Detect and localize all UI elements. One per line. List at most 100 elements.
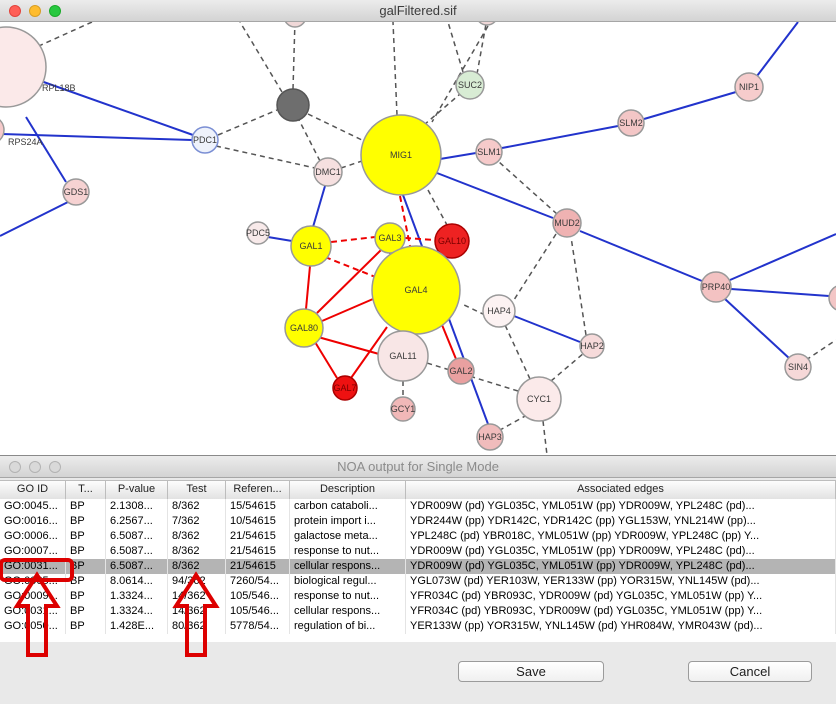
graph-node-gal1[interactable]: [290, 225, 332, 267]
graph-edge[interactable]: [298, 119, 321, 162]
minimize-button[interactable]: [29, 5, 41, 17]
graph-node-slm2[interactable]: [617, 109, 645, 137]
zoom-button[interactable]: [49, 461, 61, 473]
graph-edge[interactable]: [423, 93, 461, 126]
graph-node-pdc5[interactable]: [246, 221, 270, 245]
graph-edge[interactable]: [340, 160, 363, 169]
column-header-t[interactable]: T...: [66, 481, 106, 499]
graph-node[interactable]: [476, 22, 498, 26]
graph-edge[interactable]: [239, 22, 283, 93]
cancel-button[interactable]: Cancel: [688, 661, 812, 682]
graph-node[interactable]: [828, 285, 836, 311]
graph-edge[interactable]: [513, 315, 581, 343]
zoom-button[interactable]: [49, 5, 61, 17]
graph-edge[interactable]: [570, 236, 587, 336]
graph-node-suc2[interactable]: [455, 70, 485, 100]
graph-node-gal10[interactable]: [434, 223, 470, 259]
graph-edge[interactable]: [729, 233, 836, 281]
graph-node-hap3[interactable]: [476, 423, 504, 451]
graph-node-dmc1[interactable]: [313, 157, 343, 187]
noa-window-titlebar[interactable]: NOA output for Single Mode: [0, 456, 836, 478]
graph-edge[interactable]: [307, 113, 365, 142]
graph-edge[interactable]: [217, 109, 278, 136]
graph-edge[interactable]: [312, 185, 326, 228]
graph-edge[interactable]: [542, 420, 548, 455]
graph-edge[interactable]: [316, 249, 382, 314]
graph-edge[interactable]: [756, 22, 799, 77]
graph-edge[interactable]: [321, 298, 374, 322]
graph-node-hap2[interactable]: [579, 333, 605, 359]
column-header-description[interactable]: Description: [290, 481, 406, 499]
graph-node-gds1[interactable]: [62, 178, 90, 206]
graph-edge[interactable]: [350, 326, 388, 379]
graph-edge[interactable]: [439, 152, 477, 160]
graph-edge[interactable]: [1, 133, 193, 141]
graph-edge[interactable]: [498, 161, 558, 215]
graph-edge[interactable]: [511, 233, 557, 304]
graph-edge[interactable]: [499, 414, 528, 431]
network-window-titlebar[interactable]: galFiltered.sif: [0, 0, 836, 22]
graph-edge[interactable]: [805, 339, 836, 361]
graph-edge[interactable]: [504, 324, 531, 380]
minimize-button[interactable]: [29, 461, 41, 473]
column-header-referen[interactable]: Referen...: [226, 481, 290, 499]
graph-node-pdc1[interactable]: [191, 126, 219, 154]
network-canvas[interactable]: RPL18BRPS24AGDS1PDC1DMC1MIG1SUC2SLM1SLM2…: [0, 22, 836, 455]
column-header-go-id[interactable]: GO ID: [0, 481, 66, 499]
save-button[interactable]: Save: [458, 661, 604, 682]
graph-edge[interactable]: [314, 341, 338, 379]
graph-edge[interactable]: [392, 22, 398, 116]
graph-edge[interactable]: [643, 91, 737, 120]
graph-edge[interactable]: [267, 236, 293, 242]
graph-node-mig1[interactable]: [360, 114, 442, 196]
graph-edge[interactable]: [476, 23, 487, 75]
graph-edge[interactable]: [427, 189, 448, 226]
graph-edge[interactable]: [37, 79, 194, 136]
graph-node-mud2[interactable]: [552, 208, 582, 238]
graph-edge[interactable]: [431, 25, 489, 123]
graph-node-gal3[interactable]: [374, 222, 406, 254]
graph-edge[interactable]: [461, 303, 486, 316]
graph-node-gal11[interactable]: [377, 330, 429, 382]
graph-node[interactable]: [276, 88, 310, 122]
graph-edge[interactable]: [730, 288, 830, 297]
graph-edge[interactable]: [0, 201, 69, 237]
graph-edge[interactable]: [447, 22, 464, 73]
graph-node-rpl18b[interactable]: [0, 26, 47, 108]
graph-node-prp40[interactable]: [700, 271, 732, 303]
graph-edge[interactable]: [25, 116, 67, 183]
graph-edge[interactable]: [724, 298, 791, 360]
graph-node-gcy1[interactable]: [390, 396, 416, 422]
graph-node-slm1[interactable]: [475, 138, 503, 166]
graph-node-gal80[interactable]: [284, 308, 324, 348]
graph-edge[interactable]: [305, 265, 311, 310]
graph-edge[interactable]: [436, 172, 554, 219]
close-button[interactable]: [9, 5, 21, 17]
column-header-associatededges[interactable]: Associated edges: [406, 481, 836, 499]
graph-node-hap4[interactable]: [482, 294, 516, 328]
graph-edge[interactable]: [292, 22, 296, 90]
graph-node-sin4[interactable]: [784, 353, 812, 381]
graph-edge[interactable]: [404, 237, 436, 241]
graph-node[interactable]: [284, 22, 306, 28]
graph-node-cyc1[interactable]: [516, 376, 562, 422]
graph-node-nip1[interactable]: [734, 72, 764, 102]
graph-node-gal7[interactable]: [332, 375, 358, 401]
graph-edge[interactable]: [501, 125, 619, 149]
graph-node-rps24a[interactable]: [0, 116, 5, 144]
graph-edge[interactable]: [215, 145, 316, 169]
graph-edge[interactable]: [330, 236, 376, 243]
graph-node-gal2[interactable]: [447, 357, 475, 385]
graph-edge[interactable]: [550, 352, 585, 382]
graph-edge[interactable]: [579, 230, 703, 282]
graph-edge[interactable]: [439, 319, 457, 360]
